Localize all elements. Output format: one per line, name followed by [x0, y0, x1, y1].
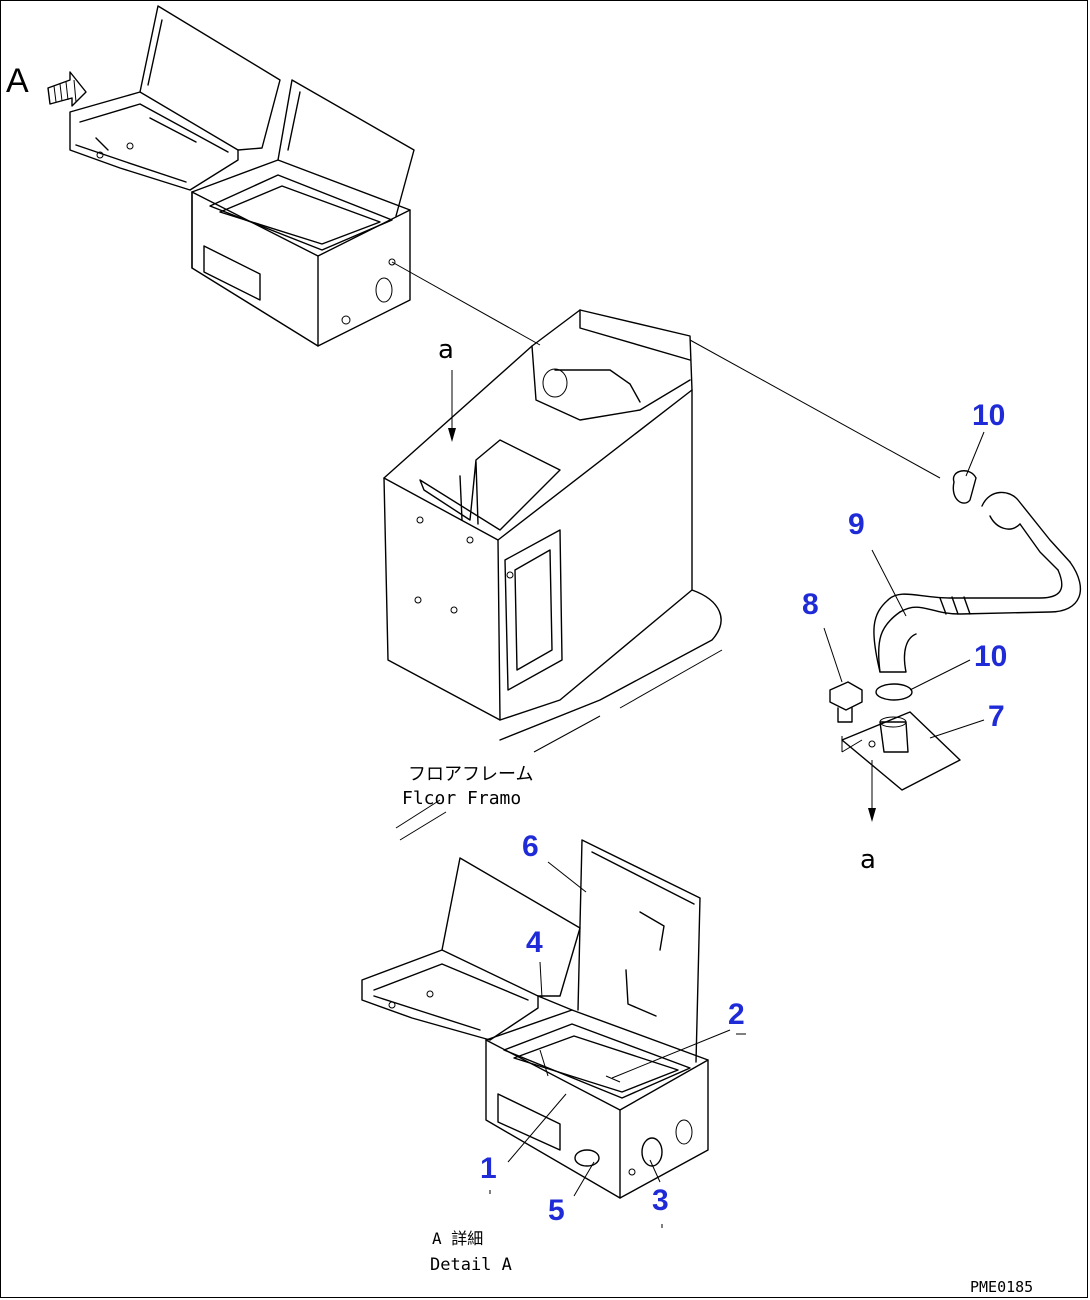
detail-label-jp: A 詳細: [432, 1229, 483, 1248]
drawing-code: PME0185: [970, 1278, 1033, 1296]
callout-6: 6: [522, 830, 539, 863]
arrow-down-icon-2: [868, 760, 876, 822]
arrow-label-a-bottom: a: [860, 845, 876, 875]
floor-frame-box: [383, 309, 723, 841]
tool-box-detail: [361, 839, 709, 1199]
floor-frame-label-jp: フロアフレーム: [408, 764, 533, 785]
callout-10-lower: 10: [974, 640, 1007, 673]
view-arrow-icon: [47, 71, 87, 107]
callout-8: 8: [802, 588, 819, 621]
leader-line: [391, 261, 541, 346]
tool-box-top: [69, 5, 415, 347]
hose-assembly: [829, 470, 1081, 791]
callout-10-top: 10: [972, 399, 1005, 432]
arrow-down-icon: [448, 370, 456, 442]
hose-connection-line: [689, 339, 941, 479]
callout-1: 1: [480, 1152, 497, 1185]
callout-2: 2: [728, 998, 745, 1031]
callout-3: 3: [652, 1184, 669, 1217]
callout-5: 5: [548, 1194, 565, 1227]
floor-frame-label-en: Flcor Framo: [402, 788, 521, 809]
callout-4: 4: [526, 926, 543, 959]
arrow-label-a-top: a: [438, 335, 454, 365]
callout-7: 7: [988, 700, 1005, 733]
detail-label-en: Detail A: [430, 1255, 512, 1275]
callout-9: 9: [848, 508, 865, 541]
view-label-a: A: [6, 62, 29, 100]
